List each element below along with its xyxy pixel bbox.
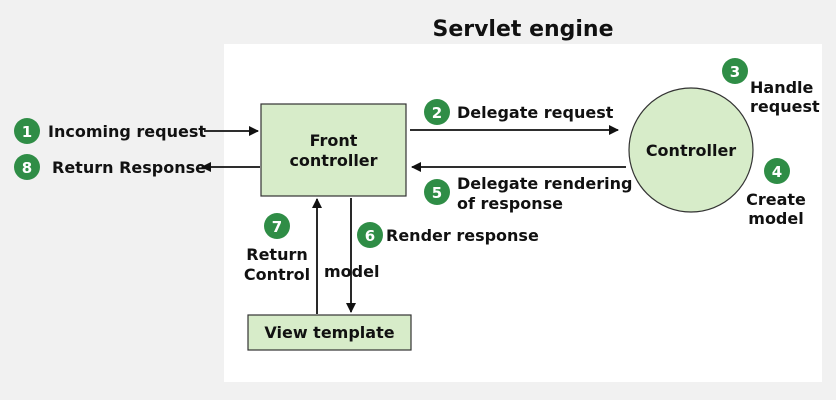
step-label-2: Delegate request (457, 103, 614, 122)
step-label-7-line1: Return (246, 245, 308, 264)
step-number-7: 7 (272, 218, 282, 236)
step-label-8: Return Response (52, 158, 206, 177)
step-number-5: 5 (432, 184, 442, 202)
step-label-5-line1: Delegate rendering (457, 174, 632, 193)
step-label-5-line2: of response (457, 194, 563, 213)
step-number-6: 6 (365, 227, 375, 245)
step-label-6: Render response (386, 226, 539, 245)
front-controller-label-line2: controller (289, 151, 377, 170)
step-number-4: 4 (772, 163, 782, 181)
step-badge-4 (764, 158, 790, 184)
step-label-3-line1: Handle (750, 78, 814, 97)
step-number-8: 8 (22, 159, 32, 177)
front-controller-node (260, 103, 407, 197)
controller-node (628, 87, 754, 213)
servlet-engine-title: Servlet engine (432, 17, 613, 42)
step-label-4-line2: model (748, 209, 803, 228)
step-badge-7 (264, 213, 290, 239)
step-label-7-line2: Control (244, 265, 310, 284)
step-badge-1 (14, 118, 40, 144)
step-badge-6 (357, 222, 383, 248)
step-number-1: 1 (22, 123, 32, 141)
step-label-4-line1: Create (746, 190, 806, 209)
view-template-label: View template (264, 323, 394, 342)
step-badge-3 (722, 58, 748, 84)
step-label-3-line2: request (750, 97, 820, 116)
step-badge-8 (14, 154, 40, 180)
step-number-2: 2 (432, 104, 442, 122)
view-template-node (247, 314, 412, 351)
edge-label-model: model (324, 262, 379, 281)
step-label-1: Incoming request (48, 122, 206, 141)
controller-label: Controller (646, 141, 736, 160)
step-badge-5 (424, 179, 450, 205)
step-number-3: 3 (730, 63, 740, 81)
step-badge-2 (424, 99, 450, 125)
front-controller-label-line1: Front (310, 131, 358, 150)
